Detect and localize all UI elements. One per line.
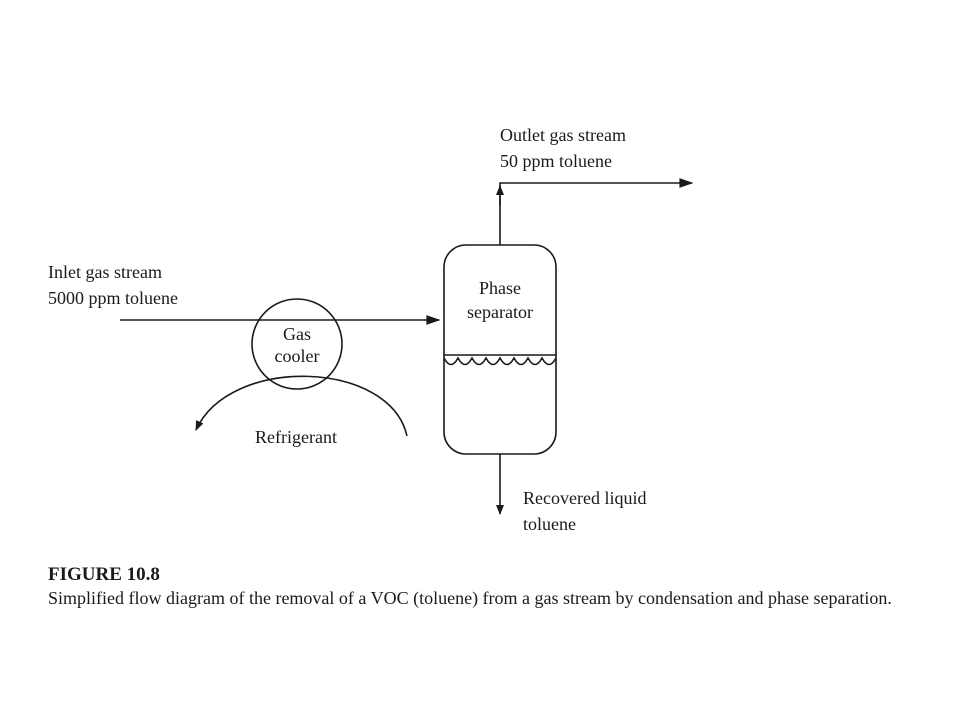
outlet-label-line2: 50 ppm toluene — [500, 151, 612, 171]
outlet-label-line1: Outlet gas stream — [500, 125, 626, 145]
gas-cooler-label-line2: cooler — [275, 346, 320, 366]
inlet-label-line1: Inlet gas stream — [48, 262, 162, 282]
figure-caption: FIGURE 10.8 Simplified flow diagram of t… — [48, 563, 948, 610]
refrigerant-arc — [195, 375, 408, 437]
outlet-gas-line — [499, 178, 694, 245]
recovered-label-line2: toluene — [523, 514, 576, 534]
phase-separator-vessel — [443, 244, 557, 455]
separator-label-line2: separator — [467, 302, 533, 322]
refrigerant-label: Refrigerant — [255, 427, 337, 447]
recovered-label-line1: Recovered liquid — [523, 488, 646, 508]
inlet-label-line2: 5000 ppm toluene — [48, 288, 178, 308]
gas-cooler-circle — [251, 298, 343, 390]
gas-cooler-label-line1: Gas — [283, 324, 311, 344]
liquid-surface-waves — [443, 356, 557, 366]
figure-number: FIGURE 10.8 — [48, 564, 160, 585]
figure-description: Simplified flow diagram of the removal o… — [48, 588, 892, 608]
separator-label-line1: Phase — [479, 278, 521, 298]
